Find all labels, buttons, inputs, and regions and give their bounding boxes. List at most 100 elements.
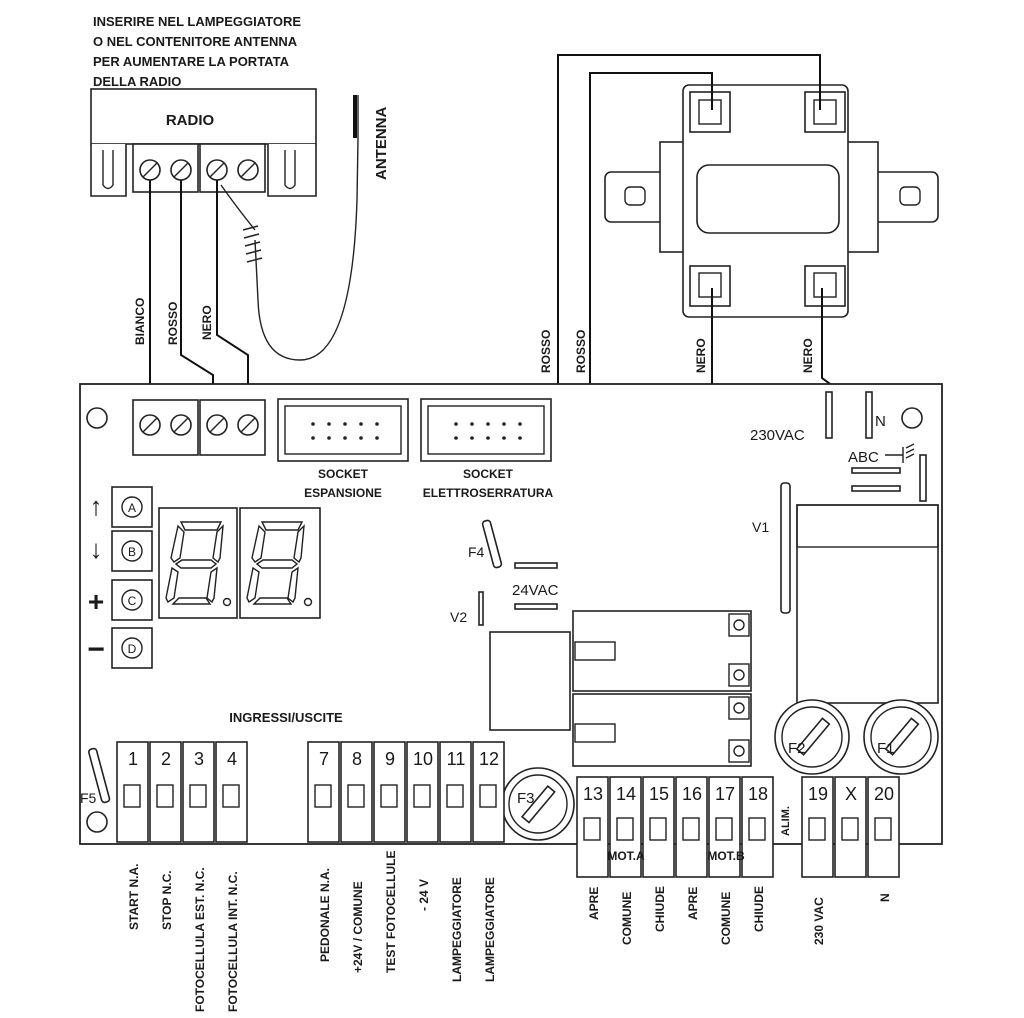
fuse-f5-label: F5 xyxy=(80,790,97,806)
button-d[interactable] xyxy=(111,627,153,669)
button-d-symbol: − xyxy=(87,633,105,666)
socket-elettroserratura-line-2: ELETTROSERRATURA xyxy=(423,486,554,500)
label-230vac-terminal: 230 VAC xyxy=(812,897,826,945)
mounting-holes xyxy=(86,407,923,833)
terminal-2: 2 xyxy=(161,749,171,769)
terminal-11: 11 xyxy=(447,749,466,769)
label-24v-comune: +24V / COMUNE xyxy=(351,881,365,973)
button-d-letter: D xyxy=(128,642,137,656)
fuse-f3-label: F3 xyxy=(517,790,535,807)
terminal-20: 20 xyxy=(874,784,894,804)
label-24vac: 24VAC xyxy=(512,582,559,599)
wire-label-nero-2: NERO xyxy=(801,338,815,373)
label-minus-24v: - 24 V xyxy=(417,879,431,911)
terminal-13: 13 xyxy=(583,784,603,804)
mot-b-label: MOT.B xyxy=(707,849,745,863)
terminal-12: 12 xyxy=(479,749,499,769)
terminal-8: 8 xyxy=(352,749,362,769)
label-comune-a: COMUNE xyxy=(620,892,634,945)
wire-label-nero-1: NERO xyxy=(694,338,708,373)
digit-1 xyxy=(158,507,238,619)
wire-label-rosso: ROSSO xyxy=(166,302,180,345)
varistor-v1-label: V1 xyxy=(752,519,769,535)
button-c-letter: C xyxy=(128,594,137,608)
wire-label-rosso-1: ROSSO xyxy=(539,330,553,373)
label-apre-b: APRE xyxy=(686,887,700,920)
label-n-terminal: N xyxy=(878,893,892,902)
varistor-v1: V1 xyxy=(752,482,791,614)
radio-screws xyxy=(139,159,259,181)
socket-elettroserratura: SOCKET ELETTROSERRATURA xyxy=(420,398,554,500)
digit-2 xyxy=(239,507,321,619)
terminal-block-mid: 7 8 9 10 11 12 xyxy=(307,741,505,843)
terminal-block-left: 1 2 3 4 xyxy=(116,741,248,843)
radio-body xyxy=(90,88,317,145)
terminal-9: 9 xyxy=(385,749,395,769)
socket-espansione-line-2: ESPANSIONE xyxy=(304,486,382,500)
bottom-terminal-labels: START N.A. STOP N.C. FOTOCELLULA EST. N.… xyxy=(127,851,892,1012)
terminal-18: 18 xyxy=(748,784,768,804)
radio-slot-left xyxy=(102,150,114,190)
label-test-fotocellule: TEST FOTOCELLULE xyxy=(384,851,398,973)
button-b-symbol: ↓ xyxy=(90,534,103,564)
terminal-10: 10 xyxy=(413,749,433,769)
fuse-f2-label: F2 xyxy=(788,740,806,757)
terminal-17: 17 xyxy=(715,784,735,804)
socket-espansione: SOCKET ESPANSIONE xyxy=(277,398,409,500)
transformer-core xyxy=(696,164,840,234)
ingressi-uscite-label: INGRESSI/USCITE xyxy=(229,710,343,725)
seven-segment-display xyxy=(158,507,321,619)
radio-module: RADIO xyxy=(90,88,317,197)
button-a-letter: A xyxy=(128,501,136,515)
label-abc: ABC xyxy=(848,449,879,466)
radio-wires: BIANCO ROSSO NERO xyxy=(133,180,249,400)
fuse-f3: F3 xyxy=(501,767,575,841)
keypad: ↑ A ↓ B + C − D xyxy=(87,486,153,669)
radio-note: INSERIRE NEL LAMPEGGIATORE O NEL CONTENI… xyxy=(93,14,301,89)
terminal-4: 4 xyxy=(227,749,237,769)
radio-note-line-2: O NEL CONTENITORE ANTENNA xyxy=(93,34,298,49)
fuse-f2: F2 xyxy=(774,699,850,775)
wire-label-rosso-2: ROSSO xyxy=(574,330,588,373)
terminal-3: 3 xyxy=(194,749,204,769)
button-a[interactable] xyxy=(111,486,153,528)
fuse-f1-label: F1 xyxy=(877,740,895,757)
relays xyxy=(489,610,752,767)
antenna-label: ANTENNA xyxy=(373,107,390,180)
terminal-15: 15 xyxy=(649,784,669,804)
mot-a-label: MOT.A xyxy=(607,849,645,863)
label-fotocellula-int: FOTOCELLULA INT. N.C. xyxy=(226,871,240,1012)
radio-mount-left xyxy=(90,144,127,197)
connector-24vac: 24VAC xyxy=(512,562,559,610)
terminal-block-power: ALIM. 19 X 20 xyxy=(780,776,900,878)
relay-coil xyxy=(489,631,571,731)
wire-label-bianco: BIANCO xyxy=(133,298,147,345)
terminal-7: 7 xyxy=(319,749,329,769)
fuse-f4: F4 xyxy=(468,519,503,569)
radio-note-line-1: INSERIRE NEL LAMPEGGIATORE xyxy=(93,14,301,29)
radio-mount-right xyxy=(267,144,317,197)
varistor-v2: V2 xyxy=(450,591,484,626)
radio-note-line-3: PER AUMENTARE LA PORTATA xyxy=(93,54,290,69)
antenna: ANTENNA xyxy=(220,95,390,361)
button-c[interactable] xyxy=(111,579,153,621)
socket-elettroserratura-line-1: SOCKET xyxy=(463,467,514,481)
button-b-letter: B xyxy=(128,545,136,559)
transformer xyxy=(604,84,939,318)
relay-a xyxy=(572,610,752,692)
varistor-v2-label: V2 xyxy=(450,609,467,625)
label-pedonale-na: PEDONALE N.A. xyxy=(318,868,332,962)
terminal-x: X xyxy=(845,784,857,804)
alim-label: ALIM. xyxy=(780,806,792,836)
radio-label: RADIO xyxy=(166,112,215,129)
label-start-na: START N.A. xyxy=(127,864,141,930)
button-c-symbol: + xyxy=(88,586,104,617)
fuse-f5: F5 xyxy=(80,747,111,806)
socket-espansione-line-1: SOCKET xyxy=(318,467,369,481)
fuse-f1: F1 xyxy=(863,699,939,775)
mains-input-connectors: 230VAC N ABC xyxy=(750,391,927,502)
wire-label-nero: NERO xyxy=(200,305,214,340)
label-stop-nc: STOP N.C. xyxy=(160,870,174,930)
button-b[interactable] xyxy=(111,530,153,572)
